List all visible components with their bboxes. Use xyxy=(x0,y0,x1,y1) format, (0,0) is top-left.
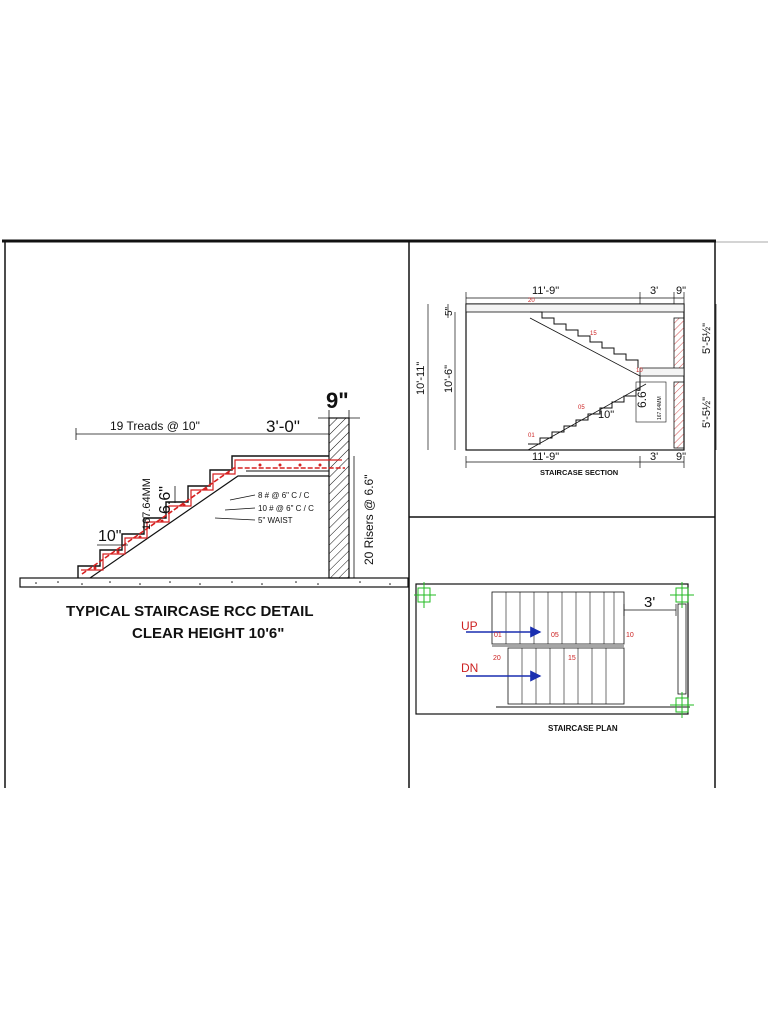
section-slab-dim: 5" xyxy=(444,306,455,316)
section-caption: STAIRCASE SECTION xyxy=(540,468,618,477)
upper-flight xyxy=(530,311,639,368)
section-top-dim-main: 11'-9" xyxy=(532,285,559,297)
section-step-num-05: 05 xyxy=(578,405,585,411)
section-wall-upper xyxy=(673,317,685,371)
section-step-num-20: 20 xyxy=(528,298,535,304)
up-label: UP xyxy=(461,619,478,633)
staircase-plan: 3' UP DN 01 05 10 20 15 STAIRCASE PLAN xyxy=(414,582,694,733)
stair-soffit xyxy=(89,475,329,579)
plan-num-10: 10 xyxy=(626,632,634,639)
tread-dim-label: 10" xyxy=(98,528,121,545)
plan-caption: STAIRCASE PLAN xyxy=(548,724,618,733)
staircase-section: 11'-9" 3' 9" 11'-9" 3' 9" 5" 10'-11" 10'… xyxy=(415,285,717,477)
plan-column-marks xyxy=(414,582,694,718)
plan-num-05: 05 xyxy=(551,632,559,639)
rcc-detail: 19 Treads @ 10" 3'-0" 9" 167.64MM 6.6" 1… xyxy=(19,388,409,642)
section-outline xyxy=(465,303,685,451)
section-right-dim-upper: 5'-5½" xyxy=(701,323,713,354)
section-total-height: 10'-11" xyxy=(415,362,427,395)
ground-slab xyxy=(19,577,409,588)
section-column xyxy=(635,381,667,423)
plan-num-20: 20 xyxy=(493,655,501,662)
landing-slab xyxy=(639,367,685,377)
distribution-bars xyxy=(93,463,322,570)
plan-landing-window xyxy=(677,603,687,695)
section-riser-dim: 6.6" xyxy=(635,387,649,408)
section-wall-lower xyxy=(673,381,685,449)
stair-profile xyxy=(77,455,329,578)
treads-label: 19 Treads @ 10" xyxy=(110,419,200,433)
plan-landing-dim: 3' xyxy=(644,594,655,611)
waist-label: 5" WAIST xyxy=(258,516,293,525)
roof-slab xyxy=(465,303,685,313)
wall-dim: 9" xyxy=(326,388,349,413)
section-bottom-dim-landing: 3' xyxy=(650,451,658,463)
section-step-num-01: 01 xyxy=(528,433,535,439)
height-mm-label: 167.64MM xyxy=(141,478,153,530)
plan-outline xyxy=(415,583,689,715)
main-rebar xyxy=(81,467,345,575)
section-bottom-dim-wall: 9" xyxy=(676,451,686,463)
plan-dimension xyxy=(623,604,677,616)
dimension-lines xyxy=(75,410,360,578)
lower-flight xyxy=(528,376,641,445)
plan-num-01: 01 xyxy=(494,632,502,639)
plan-num-15: 15 xyxy=(568,655,576,662)
section-dimensions xyxy=(427,292,717,468)
section-top-dim-wall: 9" xyxy=(676,285,686,297)
section-bottom-dim-main: 11'-9" xyxy=(532,451,559,463)
section-right-dim-lower: 5'-5½" xyxy=(701,397,713,428)
dn-label: DN xyxy=(461,661,478,675)
section-mm-dim: 167.64MM xyxy=(657,396,663,420)
distribution-rebar-label: 10 # @ 6" C / C xyxy=(258,504,314,513)
risers-label: 20 Risers @ 6.6" xyxy=(362,475,376,565)
section-step-num-15: 15 xyxy=(590,331,597,337)
plan-treads-upper xyxy=(505,592,615,644)
plan-upper-flight xyxy=(491,591,625,645)
sheet-frame xyxy=(2,239,768,788)
detail-title-line1: TYPICAL STAIRCASE RCC DETAIL xyxy=(66,603,314,620)
main-rebar-label: 8 # @ 6" C / C xyxy=(258,491,310,500)
upper-flight-soffit xyxy=(529,317,641,377)
section-step-num-10: 10 xyxy=(636,368,643,374)
wall-section xyxy=(328,417,350,579)
landing-dim: 3'-0" xyxy=(266,417,300,436)
section-clear-height: 10'-6" xyxy=(443,365,455,393)
riser-dim-label: 6.6" xyxy=(157,486,174,514)
detail-title-line2: CLEAR HEIGHT 10'6" xyxy=(132,625,284,642)
section-top-dim-landing: 3' xyxy=(650,285,658,297)
top-rebar xyxy=(81,459,342,571)
lower-flight-soffit xyxy=(527,383,647,451)
section-tread-dim: 10" xyxy=(598,409,614,421)
